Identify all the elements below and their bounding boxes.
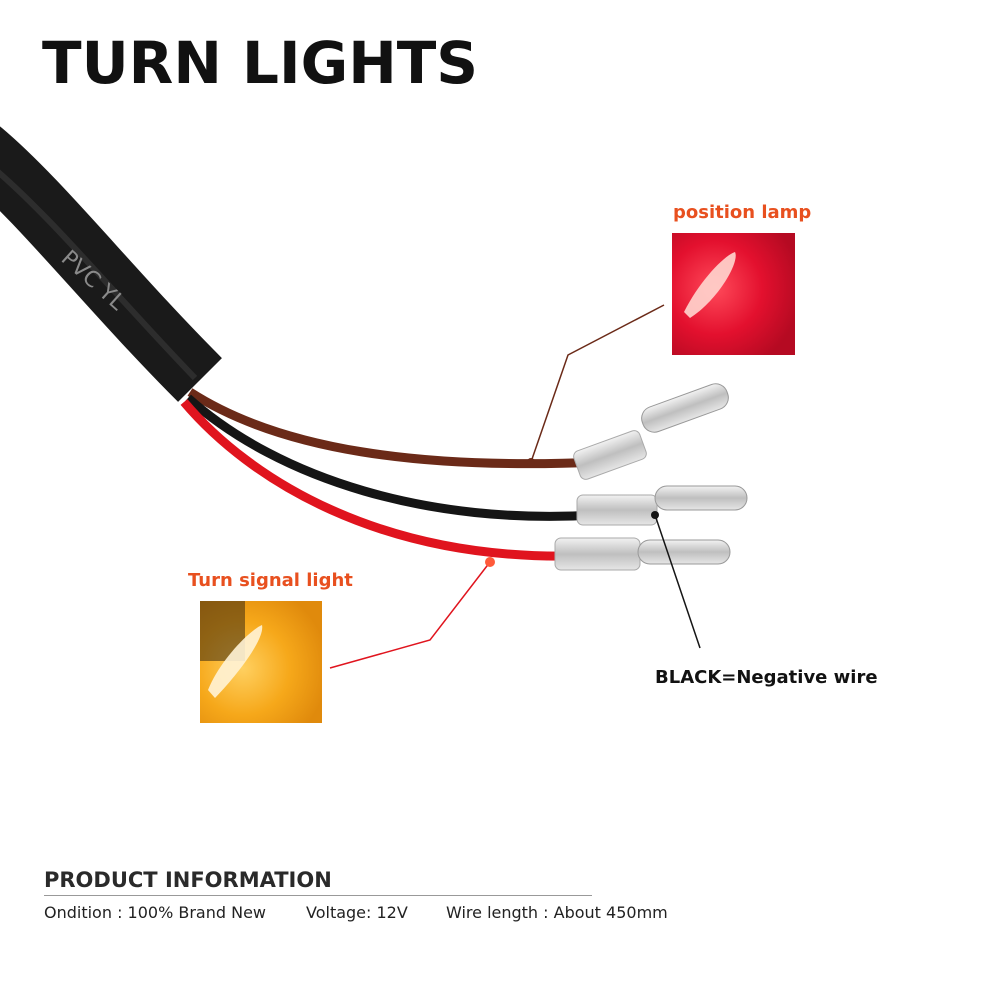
position-lamp-image	[672, 233, 795, 355]
turn-signal-image	[200, 601, 322, 723]
voltage-text: Voltage: 12V	[306, 903, 408, 922]
main-cable	[0, 126, 222, 402]
wire-black	[185, 394, 596, 521]
leader-position-lamp	[530, 304, 665, 463]
wire-red	[180, 399, 576, 561]
wire-brown	[187, 388, 601, 469]
product-info-heading: PRODUCT INFORMATION	[44, 868, 332, 892]
page-title: TURN LIGHTS	[42, 29, 479, 97]
black-wire-label: BLACK=Negative wire	[655, 667, 878, 688]
divider	[44, 895, 592, 896]
turn-signal-label: Turn signal light	[188, 570, 353, 591]
leader-black-wire	[654, 514, 701, 649]
connector-black	[576, 485, 748, 526]
position-lamp-label: position lamp	[673, 202, 812, 223]
wire-length-text: Wire length : About 450mm	[446, 903, 668, 922]
condition-text: Ondition : 100% Brand New	[44, 903, 267, 922]
connector-red	[554, 537, 731, 571]
connector-brown	[573, 383, 729, 480]
cable-highlight	[0, 169, 198, 381]
leader-turn-signal	[329, 561, 491, 669]
